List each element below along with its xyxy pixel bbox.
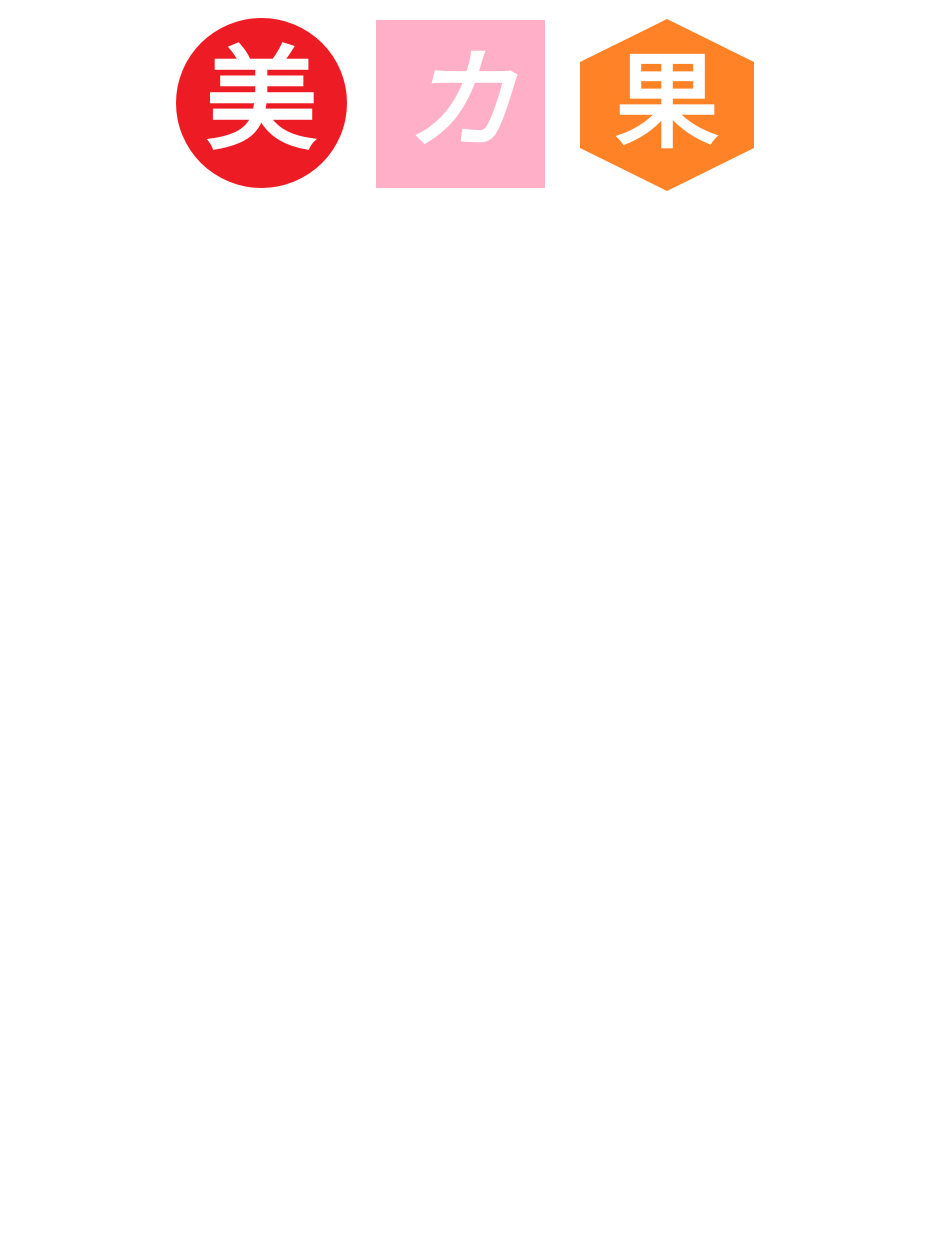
- red-circle-badge: 美: [176, 18, 347, 188]
- badge-glyph-guo: 果: [614, 41, 719, 163]
- pink-square-badge: カ: [376, 20, 545, 188]
- badge-glyph-ka: カ: [405, 36, 516, 165]
- orange-hexagon-badge: 果: [580, 19, 754, 191]
- badge-glyph-bi: 美: [205, 36, 318, 166]
